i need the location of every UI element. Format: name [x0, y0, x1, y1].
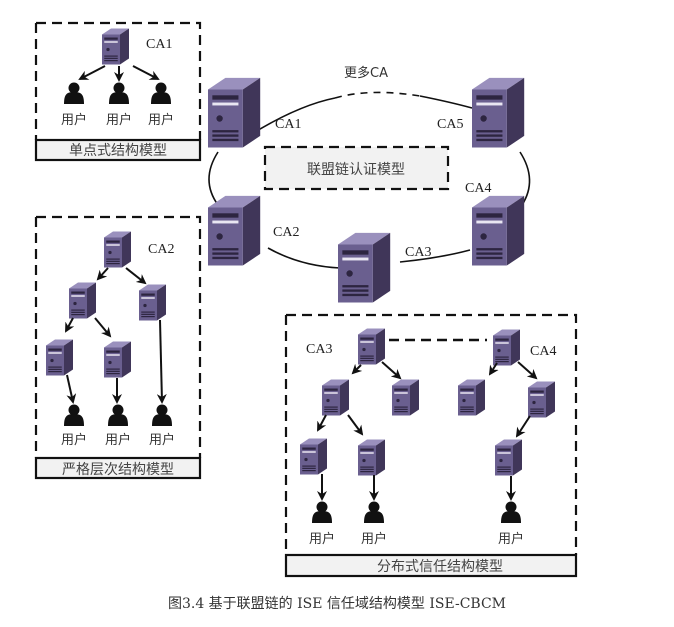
server-icon-ca2: [208, 195, 261, 266]
server-icon-dist-l2a: [300, 438, 327, 475]
user-label: 用户: [105, 432, 131, 448]
single-root-label: CA1: [146, 37, 172, 52]
user-label: 用户: [149, 432, 175, 448]
user-icon: [364, 501, 384, 523]
server-icon-ca5: [472, 77, 525, 148]
single-point-title: 单点式结构模型: [69, 143, 167, 159]
hier-root-label: CA2: [148, 242, 174, 257]
server-icon-hier-l1a: [69, 282, 96, 319]
user-icon: [152, 404, 172, 426]
ca4-label: CA4: [465, 181, 491, 196]
user-icon: [151, 82, 171, 104]
user-label: 用户: [361, 531, 387, 547]
more-ca-label: 更多CA: [344, 65, 388, 81]
user-label: 用户: [106, 112, 132, 128]
single-point-model: CA1 用户 用户 用户 单点式结构模型: [34, 21, 202, 162]
user-label: 用户: [498, 531, 524, 547]
ca1-label: CA1: [275, 117, 301, 132]
ca2-label: CA2: [273, 225, 299, 240]
user-label: 用户: [148, 112, 174, 128]
server-icon-hier-l2b: [104, 341, 131, 378]
user-icon: [64, 404, 84, 426]
server-icon-dist-ca4: [493, 329, 520, 366]
server-icon-hier-l2a: [46, 339, 73, 376]
user-icon: [108, 404, 128, 426]
server-icon-ca4: [472, 195, 525, 266]
dist-ca3-label: CA3: [306, 342, 332, 357]
server-icon-dist-l1a: [322, 379, 349, 416]
consortium-title-box: 联盟链认证模型: [263, 145, 450, 191]
consortium-title: 联盟链认证模型: [307, 162, 405, 178]
server-icon-dist-ca3: [358, 328, 385, 365]
user-icon: [312, 501, 332, 523]
user-label: 用户: [61, 112, 87, 128]
ca3-label: CA3: [405, 245, 431, 260]
dist-ca4-label: CA4: [530, 344, 556, 359]
strict-hierarchy-model: CA2 用户 用户 用户 严格层次结构模型: [34, 215, 202, 480]
distributed-title: 分布式信任结构模型: [377, 559, 503, 575]
server-icon-ca3: [338, 232, 391, 303]
user-icon: [64, 82, 84, 104]
server-icon-hier-l1b: [139, 284, 166, 321]
server-icon-single-root: [102, 28, 129, 65]
ca5-label: CA5: [437, 117, 463, 132]
server-icon-dist-l1b: [392, 379, 419, 416]
server-icon-dist-r1b: [528, 381, 555, 418]
figure-caption: 图3.4 基于联盟链的 ISE 信任域结构模型 ISE-CBCM: [167, 596, 507, 612]
server-icon-ca1: [208, 77, 261, 148]
user-icon: [109, 82, 129, 104]
server-icon-dist-r1a: [458, 379, 485, 416]
user-icon: [501, 501, 521, 523]
server-icon-hier-root: [104, 231, 131, 268]
server-icon-dist-l2b: [358, 439, 385, 476]
strict-hierarchy-title: 严格层次结构模型: [62, 462, 174, 478]
server-icon-dist-r2: [495, 439, 522, 476]
user-label: 用户: [309, 531, 335, 547]
consortium-ring: [208, 91, 531, 269]
user-label: 用户: [61, 432, 87, 448]
distributed-model: CA3 CA4 用户 用户 用户 分布式信任结构模型: [284, 313, 578, 578]
